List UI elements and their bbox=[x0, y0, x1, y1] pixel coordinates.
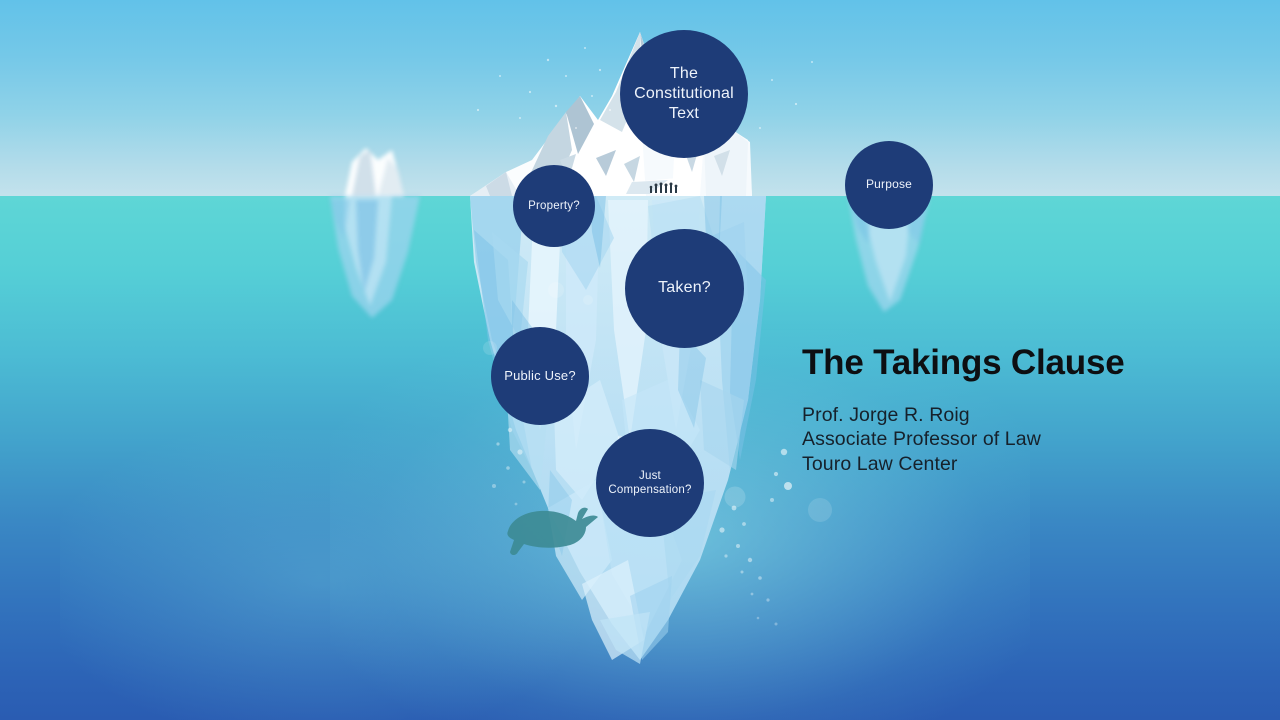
node-label: Purpose bbox=[865, 177, 913, 192]
node-label-line: Text bbox=[668, 105, 700, 123]
byline-institution: Touro Law Center bbox=[802, 452, 958, 475]
title-block: The Takings Clause Prof. Jorge R. Roig A… bbox=[802, 343, 1232, 477]
bubbles bbox=[483, 282, 832, 626]
byline: Prof. Jorge R. Roig Associate Professor … bbox=[802, 383, 1232, 477]
node-constitutional-text[interactable]: The Constitutional Text bbox=[620, 30, 748, 158]
people-silhouettes bbox=[649, 182, 678, 193]
node-label-line: Constitutional bbox=[634, 84, 734, 102]
node-label: Property? bbox=[528, 199, 580, 212]
whale-silhouette bbox=[507, 507, 598, 555]
node-purpose[interactable]: Purpose bbox=[845, 141, 933, 229]
node-public-use[interactable]: Public Use? bbox=[491, 327, 589, 425]
byline-role: Associate Professor of Law bbox=[802, 428, 1041, 451]
node-label: Public Use? bbox=[504, 367, 576, 383]
node-label: Taken? bbox=[658, 279, 711, 297]
byline-name: Prof. Jorge R. Roig bbox=[802, 403, 970, 426]
node-taken[interactable]: Taken? bbox=[625, 229, 744, 348]
node-just-compensation[interactable]: Just Compensation? bbox=[596, 429, 704, 537]
page-title: The Takings Clause bbox=[802, 343, 1125, 382]
node-property[interactable]: Property? bbox=[513, 165, 595, 247]
node-label-line: Just bbox=[639, 469, 661, 482]
background-iceberg-left bbox=[330, 148, 420, 318]
node-label-line: The bbox=[669, 64, 699, 82]
node-label-line: Compensation? bbox=[608, 484, 692, 496]
snow-specks bbox=[476, 47, 813, 129]
